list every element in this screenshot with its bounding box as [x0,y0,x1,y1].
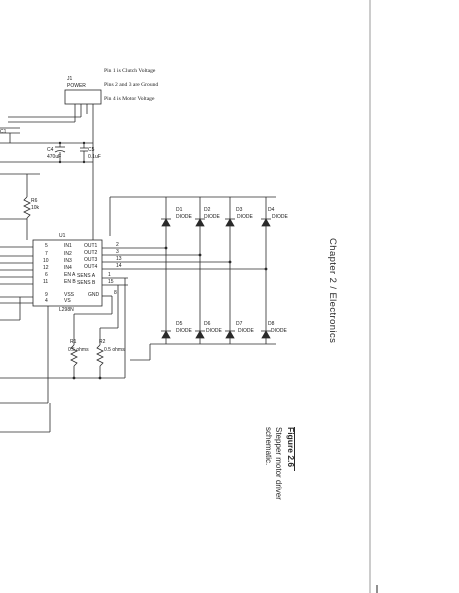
figure-label-underline [294,427,295,471]
r6-value: 10k [31,205,40,211]
r2-value: 0.5 ohms [104,347,125,353]
pin1-note: Pin 1 is Clutch Voltage [104,68,156,74]
ic-pin-name: IN4 [64,265,72,271]
ic-pin-name: EN A [64,272,76,278]
figure-caption-line1: Stepper motor driver [274,427,283,500]
r1-ref: R1 [70,339,77,345]
diode-label: DIODE [204,214,220,220]
ic-pin-num: 14 [116,263,122,269]
r6-ref: R6 [31,198,38,204]
ic-pin-num: 2 [116,242,119,248]
diode-label: DIODE [206,328,222,334]
power-connector-body [64,89,102,105]
ic-pin-name: SENS B [77,280,96,286]
ic-pin-name: IN3 [64,258,72,264]
pin2-note: Pins 2 and 3 are Ground [104,82,159,88]
ic-pin-num: 8 [114,290,117,296]
ic-pin-num: 4 [45,298,48,304]
ic-pin-name: OUT3 [84,257,98,263]
r2-ref: R2 [99,339,106,345]
ic-pin-name: VSS [64,292,75,298]
chapter-header: Chapter 2 / Electronics [327,238,338,344]
figure-caption-line2: schematic. [264,427,273,466]
ic-pin-num: 15 [108,279,114,285]
c4-value: 470uF [47,154,62,160]
diode-label: DIODE [272,214,288,220]
diode-ref: D2 [204,207,211,213]
ic-pin-name: OUT2 [84,250,98,256]
ic-pin-num: 1 [108,272,111,278]
ic-pin-num: 9 [45,292,48,298]
ic-pin-num: 12 [43,265,49,271]
ic-pin-num: 11 [43,279,49,285]
c1-ref: C1 [0,129,7,135]
c4-ref: C4 [47,147,54,153]
diode-ref: D8 [268,321,275,327]
pin4-note: Pin 4 is Motor Voltage [104,96,155,102]
diode-ref: D4 [268,207,275,213]
ic-pin-num: 5 [45,243,48,249]
j1-value: POWER [67,83,86,89]
ic-pin-name: GND [88,292,100,298]
ic-pin-name: SENS A [77,273,96,279]
r1-value: 0.5 ohms [68,347,89,353]
ic-pin-num: 10 [43,258,49,264]
j1-ref: J1 [67,76,73,82]
ic-pin-num: 3 [116,249,119,255]
ic-pin-name: IN2 [64,251,72,257]
diode-ref: D1 [176,207,183,213]
diode-label: DIODE [271,328,287,334]
diode-label: DIODE [237,214,253,220]
ic-ref: U1 [59,233,66,239]
diode-ref: D7 [236,321,243,327]
diode-label: DIODE [176,214,192,220]
diode-label: DIODE [176,328,192,334]
ic-pin-num: 6 [45,272,48,278]
ic-pin-name: OUT1 [84,243,98,249]
ic-pin-name: OUT4 [84,264,98,270]
ic-pin-name: VS [64,298,71,304]
ic-pin-name: IN1 [64,243,72,249]
ic-pin-name: EN B [64,279,76,285]
ic-pin-num: 7 [45,251,48,257]
ic-part: L298N [59,307,74,313]
diode-ref: D6 [204,321,211,327]
c5-ref: C5 [88,147,95,153]
diode-label: DIODE [238,328,254,334]
diode-ref: D3 [236,207,243,213]
driver-ic-body [32,239,103,307]
ic-pin-num: 13 [116,256,122,262]
c5-value: 0.1uF [88,154,101,160]
diode-ref: D5 [176,321,183,327]
